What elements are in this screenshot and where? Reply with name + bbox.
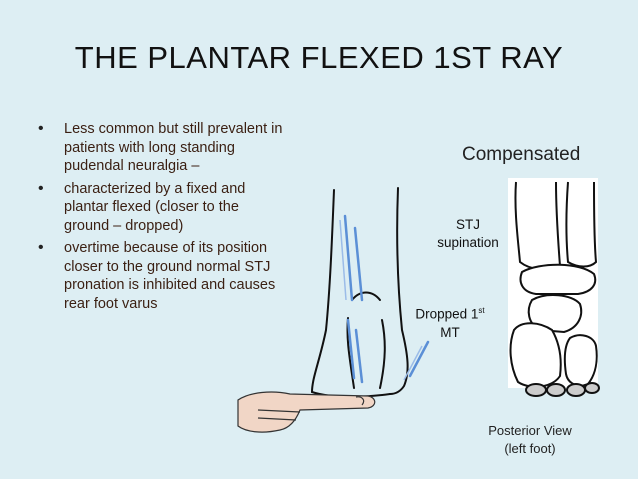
posterior-caption-line2: (left foot) <box>504 441 556 456</box>
bullet-item: • Less common but still prevalent in pat… <box>38 120 288 176</box>
dropped-label-line2: MT <box>440 324 460 340</box>
pointing-hand-icon <box>237 391 376 433</box>
slide-title: THE PLANTAR FLEXED 1ST RAY <box>74 40 564 75</box>
alignment-lines <box>343 214 430 384</box>
posterior-caption-line1: Posterior View <box>488 423 572 438</box>
bullet-text: Less common but still prevalent in patie… <box>64 121 283 174</box>
compensated-label: Compensated <box>462 144 581 165</box>
bullet-marker: • <box>38 120 44 137</box>
bullet-text: overtime because of its position closer … <box>64 240 276 312</box>
dropped-label-text: Dropped 1 <box>415 306 479 322</box>
bullet-marker: • <box>38 179 44 197</box>
bullet-item: • characterized by a fixed and plantar f… <box>38 180 288 236</box>
bullet-text: characterized by a fixed and plantar fle… <box>64 180 246 234</box>
bone-skeleton-illustration <box>508 178 600 397</box>
dropped-1st-mt-label: Dropped 1st MT <box>398 302 502 342</box>
bullet-list: • Less common but still prevalent in pat… <box>38 120 288 317</box>
stj-label-line2: supination <box>437 235 499 250</box>
dropped-label-line1: Dropped 1st <box>398 302 502 324</box>
stj-label-line1: STJ <box>455 217 480 232</box>
bullet-marker: • <box>38 239 44 256</box>
dropped-label-superscript: st <box>478 306 485 315</box>
stj-supination-label: STJ supination <box>428 216 508 252</box>
bullet-item: • overtime because of its position close… <box>38 239 288 313</box>
posterior-view-caption: Posterior View (left foot) <box>470 422 590 458</box>
